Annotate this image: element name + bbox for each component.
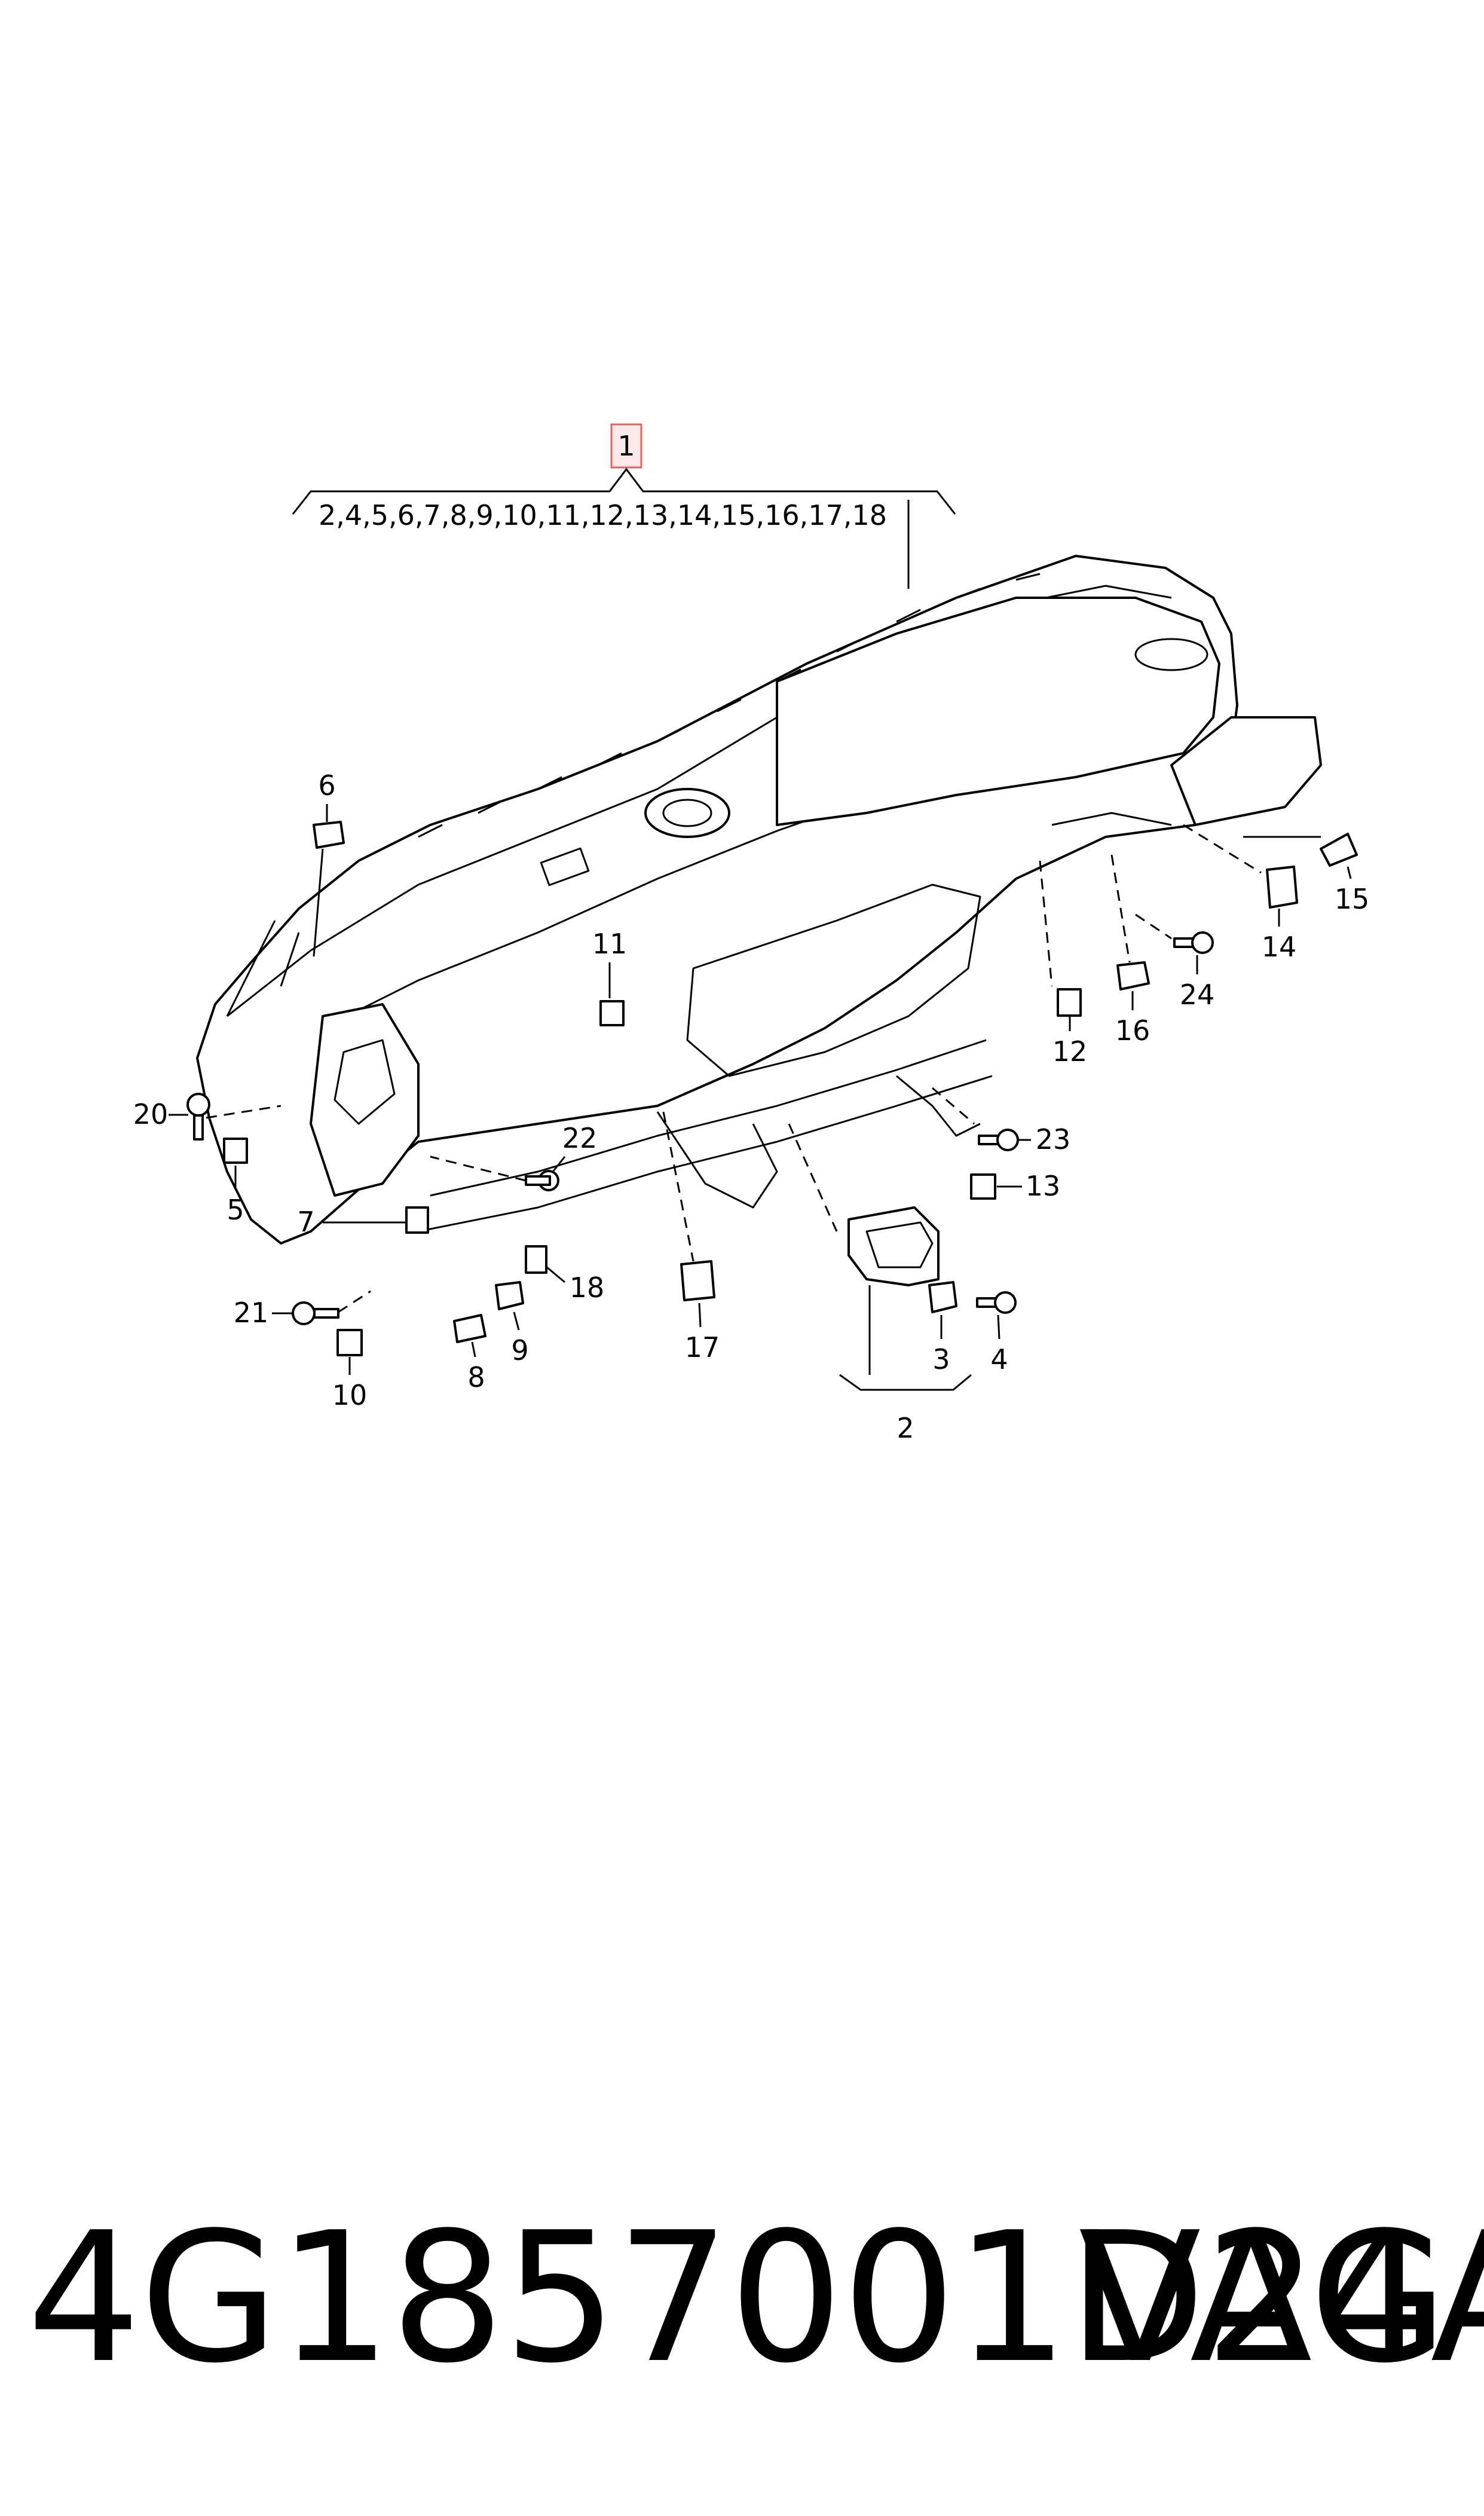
part-12-clip[interactable]: 12: [1039, 860, 1088, 1068]
callout-21: 21: [234, 1297, 269, 1329]
part-15-clip[interactable]: 15: [1243, 833, 1370, 915]
part-24-bolt[interactable]: 24: [1135, 913, 1215, 1011]
callout-6: 6: [318, 769, 335, 802]
part-6-clip[interactable]: 6: [313, 769, 345, 957]
part-5-clip[interactable]: 5: [223, 1138, 248, 1226]
part-17-bracket[interactable]: 17: [662, 1111, 720, 1364]
callout-3: 3: [932, 1343, 950, 1375]
part-13-clip[interactable]: 13: [970, 1170, 1061, 1202]
callout-15: 15: [1335, 883, 1370, 915]
callout-16: 16: [1115, 1014, 1151, 1047]
part-22-bolt[interactable]: 22: [430, 1122, 598, 1191]
part-10-clip[interactable]: 10: [332, 1329, 368, 1411]
main-group-brace: [292, 467, 956, 515]
callout-13: 13: [1026, 1170, 1061, 1202]
callout-11: 11: [592, 928, 628, 960]
callout-5: 5: [227, 1194, 244, 1226]
callout-12: 12: [1052, 1035, 1088, 1068]
callout-24: 24: [1180, 979, 1215, 1011]
callout-10: 10: [332, 1379, 368, 1411]
main-callout-label: 1: [617, 430, 635, 462]
callout-2: 2: [896, 1412, 914, 1444]
part-number: 4G1857001D24A: [27, 2194, 1484, 2402]
callout-14: 14: [1262, 931, 1297, 963]
part-2-control-unit[interactable]: 2: [788, 1123, 972, 1444]
part-21-bolt[interactable]: 21: [234, 1290, 371, 1329]
callout-18: 18: [570, 1271, 605, 1304]
footer: 4G1857001D24A VAG: [0, 2200, 1484, 2397]
part-8-clip[interactable]: 8: [453, 1314, 486, 1393]
part-14-bracket[interactable]: 14: [1183, 824, 1298, 963]
callout-7: 7: [297, 1206, 314, 1238]
callout-4: 4: [990, 1343, 1008, 1375]
main-callout-1[interactable]: 1: [610, 423, 642, 469]
part-16-nut[interactable]: 16: [1110, 854, 1151, 1047]
callout-9: 9: [511, 1334, 528, 1366]
part-11-clip[interactable]: 11: [592, 928, 628, 1026]
part-9-nut[interactable]: 9: [495, 1281, 529, 1366]
callout-17: 17: [685, 1331, 720, 1364]
callout-22: 22: [562, 1122, 598, 1154]
part-20-bolt[interactable]: 20: [133, 1093, 281, 1141]
callout-20: 20: [133, 1098, 169, 1130]
brand-label: VAG: [1078, 2194, 1448, 2402]
part-4-bolt[interactable]: 4: [976, 1291, 1017, 1375]
part-23-bolt[interactable]: 23: [932, 1087, 1071, 1155]
dashboard-assembly: [196, 555, 1322, 1245]
callout-23: 23: [1036, 1123, 1071, 1155]
part-7-nut[interactable]: 7: [297, 1206, 429, 1238]
part-18-clip[interactable]: 18: [525, 1245, 605, 1304]
exploded-parts-diagram: 1 2,4,5,6,7,8,9,10,11,12,13,14,15,16,17,…: [133, 423, 1370, 1444]
part-3-clip[interactable]: 3: [928, 1281, 957, 1375]
main-callout-box: [610, 423, 642, 469]
main-group-text: 2,4,5,6,7,8,9,10,11,12,13,14,15,16,17,18: [319, 499, 887, 531]
callout-8: 8: [467, 1361, 485, 1393]
